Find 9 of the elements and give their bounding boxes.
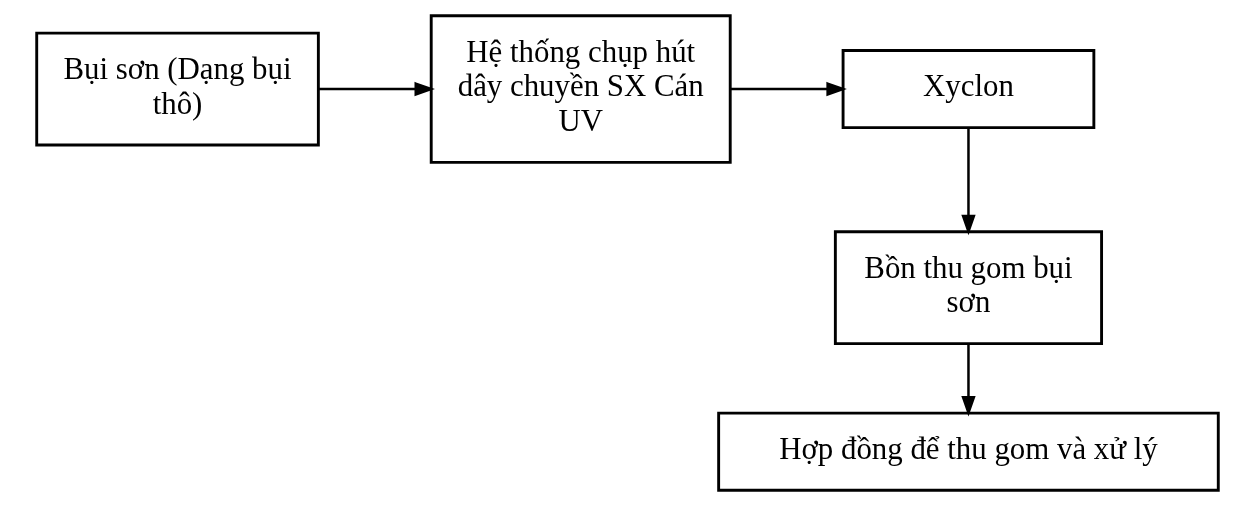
arrow <box>730 81 847 97</box>
arrow <box>960 128 976 236</box>
node-box: Hệ thống chụp hút dây chuyền SX Cán UV <box>429 14 732 164</box>
node-box: Bồn thu gom bụi sơn <box>833 230 1103 346</box>
node-box: Xyclon <box>841 49 1095 130</box>
arrow <box>318 81 435 97</box>
node-box: Hợp đồng để thu gom và xử lý <box>716 411 1220 492</box>
arrow <box>960 343 976 417</box>
node-box: Bụi sơn (Dạng bụi thô) <box>34 31 320 147</box>
